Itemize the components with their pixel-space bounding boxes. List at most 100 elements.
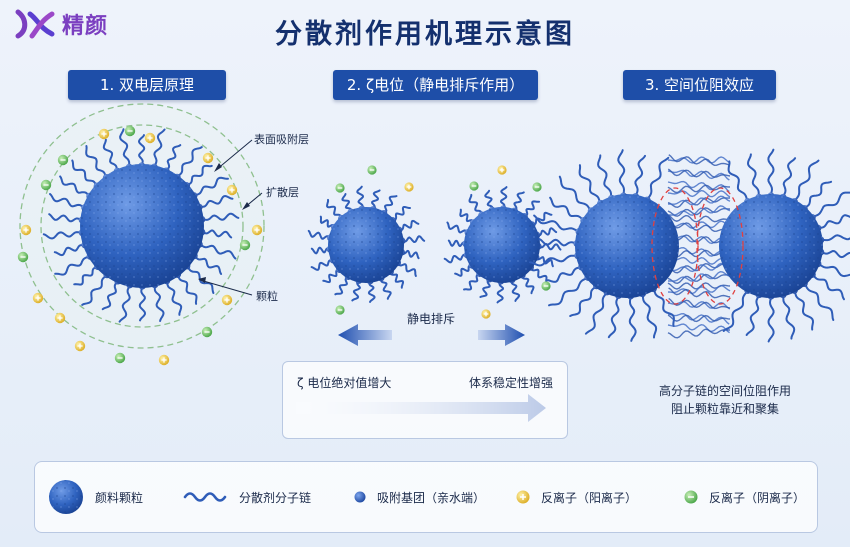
polymer-chain — [646, 156, 670, 202]
entangled-chain — [667, 312, 730, 325]
polymer-chain — [85, 145, 108, 179]
cation-ion — [20, 224, 32, 236]
pigment-particle-1 — [80, 164, 204, 288]
entangled-chain — [668, 154, 731, 167]
polymer-chain — [396, 261, 417, 277]
polymer-chain — [443, 253, 469, 264]
entangled-chains — [667, 154, 731, 339]
particle1-counter-ions — [17, 125, 263, 366]
polymer-chain — [54, 255, 92, 276]
anion-ion — [201, 326, 213, 338]
polymer-chain — [446, 221, 470, 234]
entangled-chain — [667, 328, 730, 339]
cation-ion — [481, 309, 491, 319]
legend-item-pigment: 颜料颗粒 — [47, 462, 143, 532]
entangled-chain — [667, 256, 731, 266]
polymer-chain — [538, 238, 579, 247]
polymer-chain — [533, 214, 581, 233]
polymer-chain — [803, 282, 835, 321]
section-header-electric-double-layer: 1. 双电层原理 — [68, 70, 226, 100]
zeta-particles — [328, 207, 540, 283]
anion-ion — [335, 183, 345, 193]
anion-ion — [17, 251, 29, 263]
polymer-chain — [652, 287, 675, 327]
polymer-chain — [138, 285, 147, 322]
brand-logo: 精颜 — [12, 8, 108, 40]
legend-label-pigment: 颜料颗粒 — [95, 490, 144, 505]
entangled-chain — [667, 156, 731, 164]
polymer-chain — [53, 243, 86, 257]
steric-caption: 高分子链的空间位阻作用 阻止颗粒靠近和聚集 — [600, 382, 850, 418]
polymer-chain — [811, 273, 845, 301]
polymer-chain — [558, 175, 593, 212]
polymer-chain — [819, 234, 850, 242]
steric-caption-line2: 阻止颗粒靠近和聚集 — [670, 402, 779, 416]
polymer-chain — [42, 231, 84, 240]
section-header-steric-hindrance: 3. 空间位阻效应 — [623, 70, 776, 100]
polymer-chain — [816, 262, 850, 278]
polymer-chain — [530, 211, 553, 226]
polymer-chain — [153, 128, 166, 169]
anion-ion — [335, 305, 345, 315]
polymer-chain — [584, 290, 608, 335]
anion-ion — [239, 239, 251, 251]
adsorption-group-icon — [354, 491, 366, 503]
pigment-particle-icon — [49, 480, 83, 514]
anion-ion — [532, 182, 542, 192]
polymer-chain — [529, 254, 579, 267]
polymer-chain — [334, 275, 350, 296]
entangled-chain — [667, 207, 730, 217]
polymer-chain — [119, 128, 131, 169]
entangled-chain — [668, 287, 731, 299]
legend-item-cation: 反离子（阳离子） — [515, 462, 637, 532]
leader-particle — [199, 279, 253, 296]
entangled-chain — [668, 195, 731, 206]
page-title: 分散剂作用机理示意图 — [275, 19, 575, 50]
repulsion-arrow-right — [478, 324, 525, 346]
label-electrostatic-repulsion: 静电排斥 — [407, 312, 456, 326]
zeta-stability-box: ζ 电位绝对值增大 体系稳定性增强 — [282, 361, 568, 439]
polymer-chain — [468, 193, 483, 217]
entangled-chain — [668, 297, 731, 310]
anion-ion — [114, 352, 126, 364]
steric-caption-line1: 高分子链的空间位阻作用 — [658, 384, 791, 398]
entangled-chain — [667, 197, 731, 209]
legend: 颜料颗粒 分散剂分子链 吸附基团（亲水端） 反离子（阳离子） 反离子（阴离子） — [34, 461, 818, 533]
polymer-chain — [782, 293, 796, 340]
polymer-chain — [617, 149, 626, 198]
anion-ion — [57, 154, 69, 166]
polymer-chain — [597, 154, 613, 200]
polymer-chain — [781, 157, 797, 199]
legend-item-anion: 反离子（阴离子） — [683, 462, 805, 532]
cation-ion — [54, 312, 66, 324]
polymer-chain — [546, 266, 583, 283]
polymer-chain — [59, 175, 91, 198]
polymer-chain — [367, 279, 376, 303]
polymer-chain — [816, 214, 850, 230]
leader-arrowheads — [198, 163, 250, 283]
polymer-chain — [569, 284, 598, 317]
polymer-chain — [496, 280, 505, 304]
polymer-chain — [81, 273, 108, 306]
cation-icon — [516, 490, 530, 504]
polymer-chain — [165, 144, 182, 173]
label-diffuse-layer: 扩散层 — [266, 186, 299, 199]
polymer-chain — [153, 283, 165, 322]
cation-ion — [226, 184, 238, 196]
polymer-chain — [200, 212, 240, 221]
polymer-chain — [198, 194, 234, 209]
surface-adsorption-layer-ring — [40, 124, 244, 328]
polymer-chain — [549, 196, 585, 222]
polymer-chain — [578, 164, 602, 205]
polymer-chain — [391, 206, 411, 222]
polymer-chain — [193, 254, 223, 275]
polymer-chain — [71, 159, 99, 188]
polymer-chain — [811, 191, 850, 219]
anion-icon — [684, 490, 698, 504]
stability-increase-text: 体系稳定性增强 — [468, 376, 553, 390]
polymer-chain — [746, 153, 760, 199]
zeta-increase-text: ζ 电位绝对值增大 — [297, 376, 392, 390]
polymer-chain — [745, 293, 761, 336]
logo-mark-icon — [15, 9, 55, 39]
